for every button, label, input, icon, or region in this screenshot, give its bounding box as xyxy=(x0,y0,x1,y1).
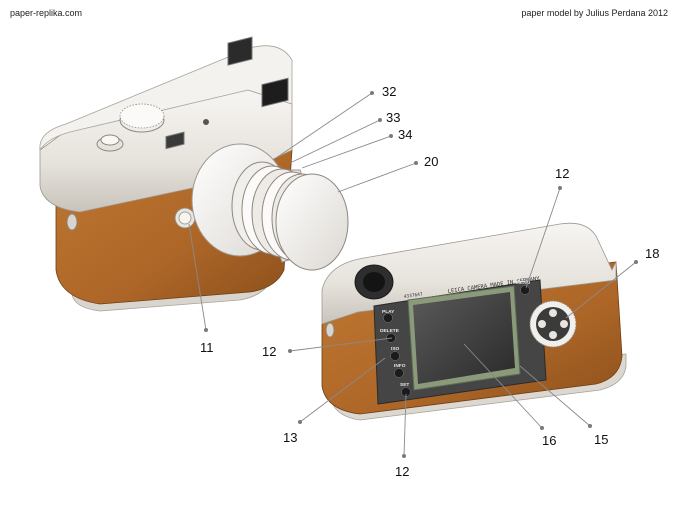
viewfinder-window xyxy=(261,77,289,108)
callout-12-bottom: 12 xyxy=(395,464,409,479)
iso-button xyxy=(390,351,400,361)
callout-numbers: 32 33 34 20 11 12 18 12 13 16 15 12 xyxy=(200,84,659,479)
site-name: paper-replika.com xyxy=(10,8,83,18)
play-label: PLAY xyxy=(382,309,395,315)
model-credit: paper model by Julius Perdana 2012 xyxy=(521,8,668,18)
front-camera xyxy=(39,36,349,312)
callout-15: 15 xyxy=(594,432,608,447)
callout-11: 11 xyxy=(200,340,214,355)
callout-34: 34 xyxy=(398,127,412,142)
callout-12-top: 12 xyxy=(555,166,569,181)
delete-label: DELETE xyxy=(380,328,400,334)
callout-12-left: 12 xyxy=(262,344,276,359)
info-button xyxy=(394,368,404,378)
set-label: SET xyxy=(400,382,409,388)
callout-16: 16 xyxy=(542,433,556,448)
back-camera: LEICA CAMERA MADE IN GERMANY 4337647 PLA… xyxy=(321,222,627,421)
iso-label: ISO xyxy=(391,346,400,352)
menu-button xyxy=(520,285,530,295)
info-label: INFO xyxy=(394,363,406,369)
callout-leaders xyxy=(188,91,638,458)
callout-20: 20 xyxy=(424,154,438,169)
callout-18: 18 xyxy=(645,246,659,261)
lens-cap xyxy=(275,173,349,271)
menu-label: MENU xyxy=(516,280,531,286)
rangefinder-window xyxy=(227,36,253,66)
front-top-surface xyxy=(39,45,293,152)
callout-13: 13 xyxy=(283,430,297,445)
callout-33: 33 xyxy=(386,110,400,125)
left-button-column: PLAY DELETE ISO INFO SET xyxy=(380,309,411,397)
back-top-plate xyxy=(321,222,617,325)
play-button xyxy=(383,313,393,323)
callout-32: 32 xyxy=(382,84,396,99)
lcd-screen xyxy=(413,292,515,384)
frameline-window xyxy=(165,131,185,150)
serial-number: 4337647 xyxy=(403,291,423,300)
